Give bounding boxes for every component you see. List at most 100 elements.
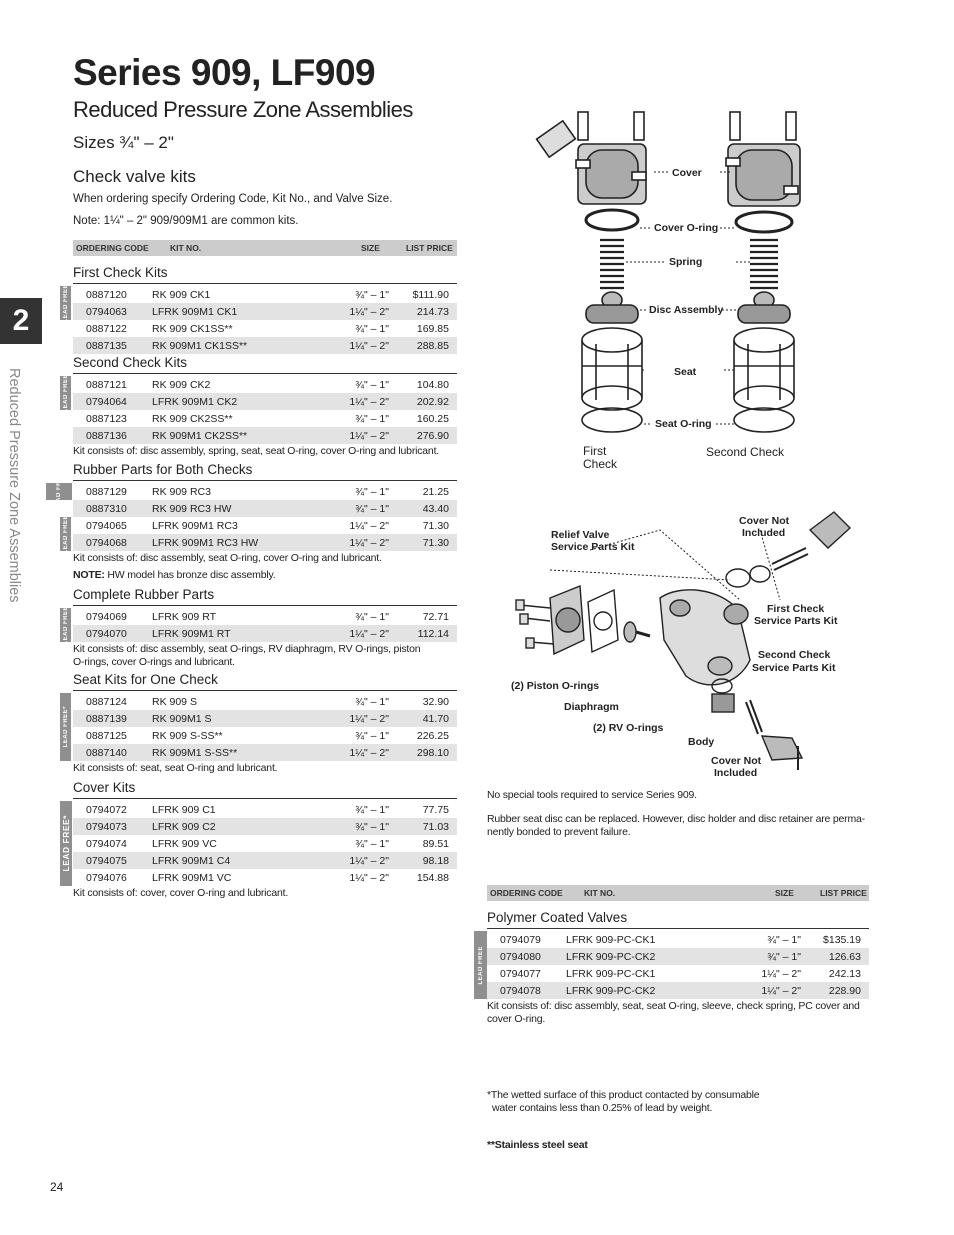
cell-ordering-code: 0794078 xyxy=(500,984,541,997)
cell-list-price: 298.10 xyxy=(416,746,449,759)
cell-ordering-code: 0794064 xyxy=(86,395,127,408)
label-body: Body xyxy=(688,736,715,748)
lead-free-badge: LEAD FREE xyxy=(474,931,487,999)
cell-list-price: 32.90 xyxy=(422,695,449,708)
check-valve-exploded-diagram xyxy=(535,111,801,433)
cell-size: ¾" – 1" xyxy=(355,412,389,425)
group-title-second_check: Second Check Kits xyxy=(73,355,188,370)
cell-kit-no: RK 909 CK2SS** xyxy=(152,412,233,425)
cell-kit-no: RK 909M1 CK2SS** xyxy=(152,429,248,442)
cell-list-price: 214.73 xyxy=(416,305,449,318)
cell-kit-no: LFRK 909M1 RT xyxy=(152,627,231,640)
cell-ordering-code: 0794072 xyxy=(86,803,127,816)
cell-kit-no: LFRK 909-PC-CK1 xyxy=(566,967,656,980)
intro-line-1: When ordering specify Ordering Code, Kit… xyxy=(73,193,393,205)
cell-ordering-code: 0794069 xyxy=(86,610,127,623)
cell-kit-no: LFRK 909 C1 xyxy=(152,803,216,816)
cell-size: 1¼" – 2" xyxy=(349,429,389,442)
col-size: SIZE xyxy=(775,888,794,898)
group-rule xyxy=(73,480,457,481)
kit-contents-note: Kit consists of: disc assembly, spring, … xyxy=(73,445,440,457)
label-second-check-kit-2: Service Parts Kit xyxy=(752,662,836,674)
label-first-check-kit-2: Service Parts Kit xyxy=(754,615,838,627)
lead-free-label: LEAD FREE xyxy=(56,472,62,511)
col-kit-no: KIT NO. xyxy=(584,888,616,898)
cell-ordering-code: 0887136 xyxy=(86,429,127,442)
polymer-table-header: ORDERING CODE KIT NO. SIZE LIST PRICE xyxy=(487,885,869,901)
cell-list-price: 242.13 xyxy=(828,967,861,980)
cell-size: ¾" – 1" xyxy=(355,820,389,833)
cell-size: ¾" – 1" xyxy=(355,288,389,301)
col-size: SIZE xyxy=(361,243,380,253)
cell-kit-no: LFRK 909M1 RC3 xyxy=(152,519,238,532)
page-title: Series 909, LF909 xyxy=(73,52,376,93)
cell-size: ¾" – 1" xyxy=(767,950,801,963)
cell-ordering-code: 0794073 xyxy=(86,820,127,833)
hw-model-note: NOTE: HW model has bronze disc assembly. xyxy=(73,569,276,582)
cell-kit-no: LFRK 909 RT xyxy=(152,610,216,623)
group-title-rubber_both: Rubber Parts for Both Checks xyxy=(73,462,253,477)
cell-ordering-code: 0794077 xyxy=(500,967,541,980)
cell-size: 1¼" – 2" xyxy=(349,854,389,867)
cell-ordering-code: 0794080 xyxy=(500,950,541,963)
cell-ordering-code: 0887135 xyxy=(86,339,127,352)
footnote-lead-1: *The wetted surface of this product cont… xyxy=(487,1089,760,1101)
seat-disc-note-2: nently bonded to prevent failure. xyxy=(487,826,631,838)
cell-size: 1¼" – 2" xyxy=(349,871,389,884)
group-rule xyxy=(73,798,457,799)
cell-list-price: 169.85 xyxy=(416,322,449,335)
cell-kit-no: RK 909 RC3 xyxy=(152,485,211,498)
kit-contents-note: O-rings, cover O-rings and lubricant. xyxy=(73,656,235,668)
cell-kit-no: RK 909 S-SS** xyxy=(152,729,223,742)
cell-kit-no: RK 909M1 S-SS** xyxy=(152,746,238,759)
cell-list-price: 89.51 xyxy=(422,837,449,850)
cell-ordering-code: 0794079 xyxy=(500,933,541,946)
label-cover-not-included-4: Included xyxy=(714,767,758,779)
group-title-seat_kits: Seat Kits for One Check xyxy=(73,672,218,687)
cell-size: ¾" – 1" xyxy=(355,803,389,816)
cell-ordering-code: 0794076 xyxy=(86,871,127,884)
label-seat: Seat xyxy=(674,366,697,378)
cell-ordering-code: 0887123 xyxy=(86,412,127,425)
cell-kit-no: LFRK 909M1 C4 xyxy=(152,854,231,867)
col-ordering-code: ORDERING CODE xyxy=(76,243,149,253)
cell-size: 1¼" – 2" xyxy=(349,536,389,549)
cell-kit-no: LFRK 909 VC xyxy=(152,837,217,850)
cell-ordering-code: 0794065 xyxy=(86,519,127,532)
col-list-price: LIST PRICE xyxy=(406,243,453,253)
lead-free-label: LEAD FREE xyxy=(62,283,69,323)
cell-kit-no: RK 909 RC3 HW xyxy=(152,502,232,515)
lead-free-label: LEAD FREE xyxy=(62,373,69,413)
cell-size: ¾" – 1" xyxy=(767,933,801,946)
label-cover-oring: Cover O-ring xyxy=(654,222,719,234)
lead-free-badge: LEAD FREE* xyxy=(60,693,71,761)
cell-size: 1¼" – 2" xyxy=(349,339,389,352)
kit-contents-note: Kit consists of: seat, seat O-ring and l… xyxy=(73,762,278,774)
label-cover: Cover xyxy=(672,167,702,179)
cell-size: 1¼" – 2" xyxy=(349,627,389,640)
label-first-check-kit-1: First Check xyxy=(767,603,825,615)
cell-ordering-code: 0887310 xyxy=(86,502,127,515)
cell-ordering-code: 0887129 xyxy=(86,485,127,498)
group-title-first_check: First Check Kits xyxy=(73,265,168,280)
seat-disc-note-1: Rubber seat disc can be replaced. Howeve… xyxy=(487,813,865,825)
cell-list-price: $135.19 xyxy=(823,933,861,946)
lead-free-label: LEAD FREE xyxy=(62,605,69,645)
note-text: HW model has bronze disc assembly. xyxy=(104,569,276,581)
label-disc-assembly: Disc Assembly xyxy=(649,304,724,316)
cell-list-price: 288.85 xyxy=(416,339,449,352)
cell-ordering-code: 0794063 xyxy=(86,305,127,318)
footnote-stainless: **Stainless steel seat xyxy=(487,1139,588,1151)
cell-size: 1¼" – 2" xyxy=(349,746,389,759)
page-number: 24 xyxy=(50,1180,64,1194)
cell-kit-no: RK 909 CK1SS** xyxy=(152,322,233,335)
